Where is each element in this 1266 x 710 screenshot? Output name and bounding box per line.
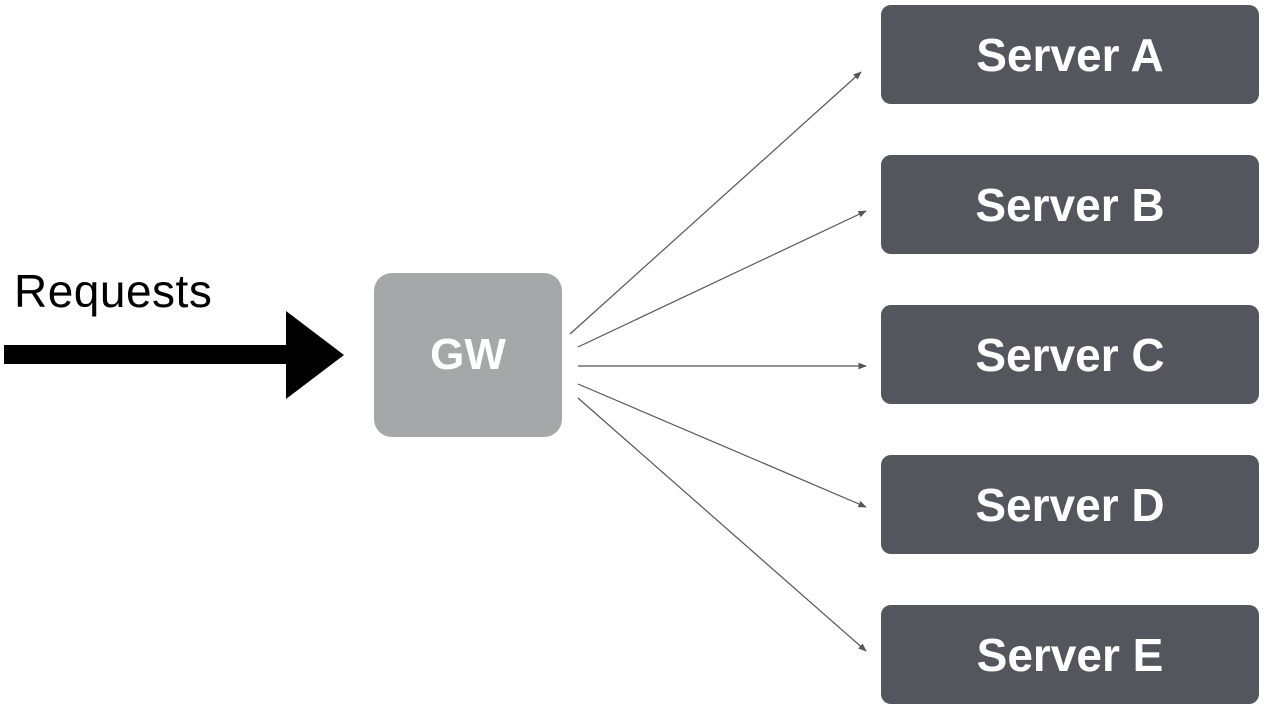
server-node-b: Server B <box>881 155 1259 254</box>
requests-label: Requests <box>14 265 213 317</box>
incoming-requests-arrow <box>4 311 344 399</box>
server-label-b: Server B <box>975 178 1165 231</box>
server-node-e: Server E <box>881 605 1259 704</box>
server-label-e: Server E <box>976 628 1164 681</box>
connector-gw-to-server-d <box>577 383 867 508</box>
server-label-a: Server A <box>976 28 1164 81</box>
server-node-c: Server C <box>881 305 1259 404</box>
server-node-a: Server A <box>881 5 1259 104</box>
connector-gw-to-server-e <box>577 397 867 652</box>
server-label-c: Server C <box>975 328 1165 381</box>
incoming-arrow-head <box>286 311 344 399</box>
server-label-d: Server D <box>975 478 1165 531</box>
gateway-node: GW <box>374 273 562 437</box>
connector-gw-to-server-a <box>569 71 862 335</box>
server-node-d: Server D <box>881 455 1259 554</box>
connector-gw-to-server-b <box>577 210 867 348</box>
gateway-label: GW <box>430 330 506 379</box>
incoming-arrow-shaft <box>4 345 290 364</box>
